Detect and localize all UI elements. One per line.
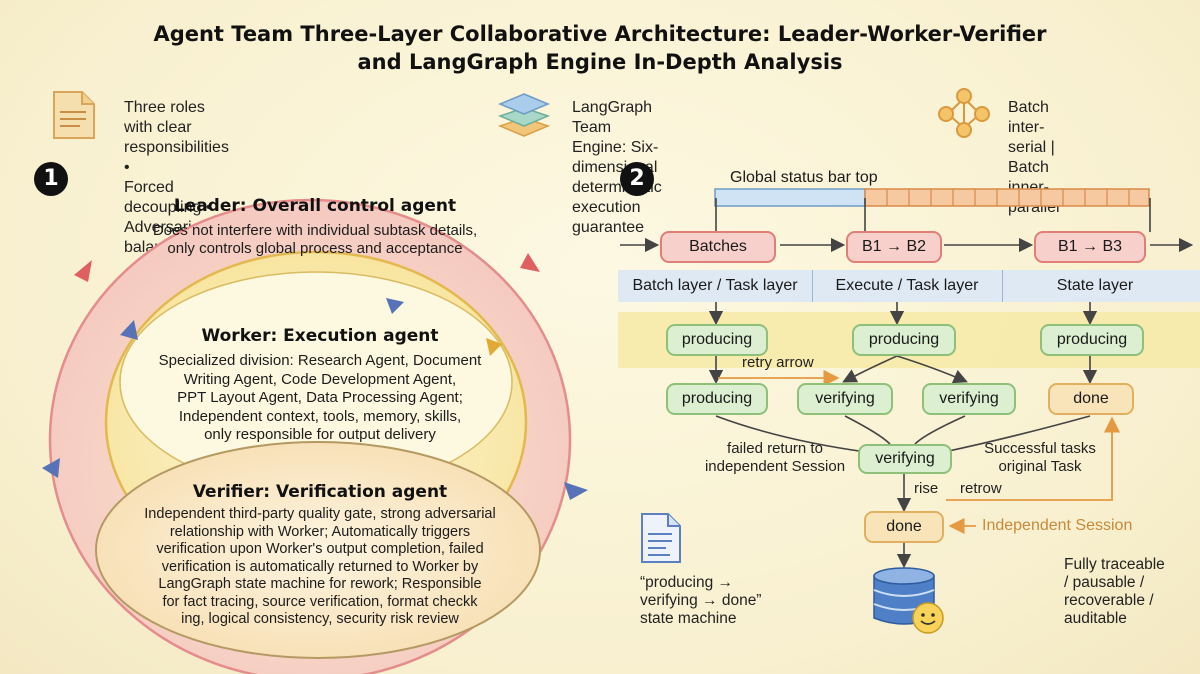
leader-desc-line: only controls global process and accepta… bbox=[167, 240, 463, 257]
rise-label: rise bbox=[914, 480, 939, 497]
layer-label-batch: Batch layer / Task layer bbox=[618, 270, 813, 302]
verifier-desc-line: LangGraph state machine for rework; Resp… bbox=[158, 576, 482, 592]
layers-icon bbox=[497, 93, 551, 137]
verifier-arrow-icon bbox=[42, 458, 60, 478]
worker-desc-line: Independent context, tools, memory, skil… bbox=[178, 407, 462, 425]
worker-arrow-icon bbox=[120, 320, 138, 340]
database-icon bbox=[873, 567, 944, 634]
batch-node-b1-b2: B1 → B2 bbox=[846, 231, 942, 263]
page-title: Agent Team Three-Layer Collaborative Arc… bbox=[0, 20, 1200, 76]
verifier-desc-line: verification is automatically returned t… bbox=[161, 558, 479, 575]
state-node-producing: producing bbox=[852, 324, 956, 356]
state-node-done: done bbox=[1048, 383, 1134, 415]
title-line-2: and LangGraph Engine In-Depth Analysis bbox=[357, 50, 843, 74]
traceable-line: / pausable / bbox=[1064, 574, 1145, 591]
traceable-line: auditable bbox=[1064, 610, 1127, 627]
global-status-bar bbox=[714, 188, 1150, 207]
status-bar-label: Global status bar top bbox=[730, 169, 878, 186]
traceable-label: Fully traceable / pausable / recoverable… bbox=[1064, 556, 1165, 628]
failed-return-line: failed return to bbox=[727, 440, 823, 457]
leader-desc: Does not interfere with individual subta… bbox=[110, 222, 520, 258]
layer-band bbox=[618, 270, 1200, 302]
independent-session-label: Independent Session bbox=[982, 517, 1133, 534]
verifier-desc-line: Independent third-party quality gate, st… bbox=[144, 506, 496, 522]
verifier-desc-line: relationship with Worker; Automatically … bbox=[169, 523, 471, 540]
verifier-ring bbox=[95, 441, 541, 659]
verifier-desc: Independent third-party quality gate, st… bbox=[108, 506, 532, 629]
worker-title: Worker: Execution agent bbox=[201, 326, 439, 346]
failed-return-line: independent Session bbox=[704, 458, 846, 475]
traceable-line: Fully traceable bbox=[1064, 556, 1165, 573]
document-icon bbox=[53, 91, 95, 139]
success-line: Successful tasks bbox=[984, 440, 1096, 457]
verifier-title: Verifier: Verification agent bbox=[192, 482, 448, 502]
state-machine-line: verifying → done” bbox=[640, 592, 762, 609]
success-label: Successful tasks original Task bbox=[960, 440, 1120, 476]
worker-arrow-icon bbox=[486, 338, 502, 356]
center-verifying-node: verifying bbox=[858, 444, 952, 474]
verifier-desc-line: verification upon Worker's output comple… bbox=[156, 541, 484, 557]
state-machine-label: “producing → verifying → done” state mac… bbox=[640, 574, 761, 628]
worker-arrow-icon bbox=[386, 298, 404, 314]
verifier-desc-line: ing, logical consistency, security risk … bbox=[181, 611, 459, 627]
layer-label-state: State layer bbox=[1056, 277, 1134, 294]
batch-node-b1-b3: B1 → B3 bbox=[1034, 231, 1146, 263]
leader-title: Leader: Overall control agent bbox=[173, 196, 457, 216]
verifier-arrow-icon bbox=[564, 482, 588, 500]
worker-desc-line: only responsible for output delivery bbox=[204, 426, 436, 443]
state-node-verifying: verifying bbox=[922, 383, 1016, 415]
smiley-icon bbox=[912, 602, 944, 634]
state-node-producing: producing bbox=[666, 324, 768, 356]
state-machine-line: state machine bbox=[640, 610, 737, 627]
batch-node-batches: Batches bbox=[660, 231, 776, 263]
retrow-label: retrow bbox=[960, 480, 1002, 497]
leader-desc-line: Does not interfere with individual subta… bbox=[152, 222, 478, 239]
worker-desc-line: Writing Agent, Code Development Agent, bbox=[183, 370, 457, 388]
worker-desc-line: PPT Layout Agent, Data Processing Agent; bbox=[177, 389, 463, 406]
state-node-producing: producing bbox=[1040, 324, 1144, 356]
retry-arrow-label: retry arrow bbox=[742, 354, 814, 371]
failed-return-label: failed return to independent Session bbox=[690, 440, 860, 476]
feature-3-line-1: Batch inter-serial | bbox=[1008, 99, 1055, 156]
success-line: original Task bbox=[998, 458, 1082, 475]
feature-1-line-1: Three roles with clear responsibilities … bbox=[124, 99, 229, 176]
leader-arrow-icon bbox=[74, 260, 92, 282]
section-1-badge: 1 bbox=[34, 162, 68, 196]
section-2-badge: 2 bbox=[620, 162, 654, 196]
document-icon bbox=[641, 513, 681, 563]
final-done-node: done bbox=[864, 511, 944, 543]
verifier-desc-line: for fact tracing, source verification, f… bbox=[162, 593, 478, 610]
state-machine-line: “producing → bbox=[640, 574, 734, 591]
title-line-1: Agent Team Three-Layer Collaborative Arc… bbox=[153, 22, 1047, 46]
traceable-line: recoverable / bbox=[1064, 592, 1154, 609]
state-node-producing: producing bbox=[666, 383, 768, 415]
layer-label-execute: Execute / Task layer bbox=[812, 270, 1003, 302]
leader-arrow-icon bbox=[520, 253, 540, 272]
role-rings bbox=[42, 198, 588, 674]
worker-desc-line: Specialized division: Research Agent, Do… bbox=[158, 352, 482, 369]
network-icon bbox=[938, 88, 990, 138]
state-node-verifying: verifying bbox=[797, 383, 893, 415]
worker-desc: Specialized division: Research Agent, Do… bbox=[130, 352, 510, 445]
